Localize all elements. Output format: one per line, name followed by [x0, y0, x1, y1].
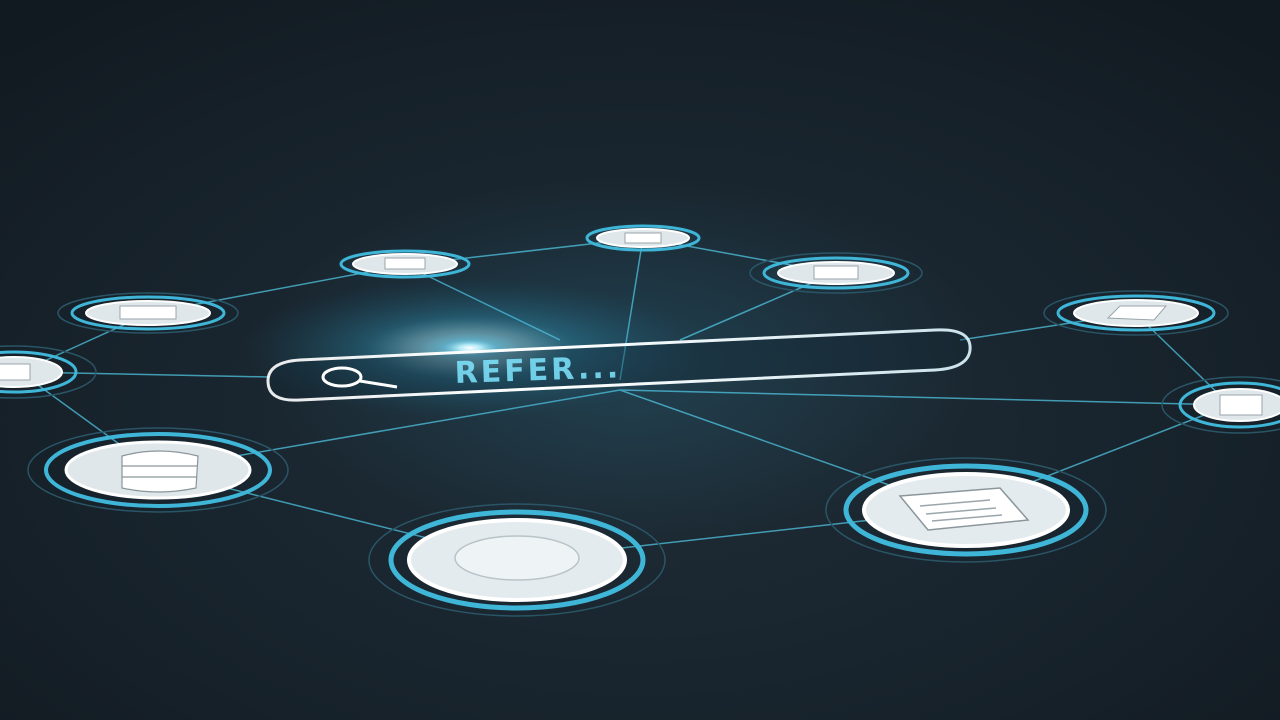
cloud-icon	[454, 535, 580, 581]
node-ring	[0, 350, 78, 394]
node-outer-ring	[825, 457, 1107, 563]
node-outer-ring	[57, 292, 239, 334]
document-node[interactable]	[0, 345, 97, 399]
document-node[interactable]	[825, 457, 1107, 563]
document-icon	[624, 232, 662, 244]
document-icon	[384, 257, 426, 270]
document-node[interactable]	[1043, 290, 1229, 336]
document-node[interactable]	[335, 248, 475, 280]
node-ring	[44, 432, 272, 508]
node-ring	[585, 224, 701, 252]
node-ring	[339, 249, 471, 279]
node-ring	[762, 256, 910, 290]
document-icon	[1106, 305, 1168, 321]
node-outer-ring	[0, 345, 97, 399]
database-icon	[121, 450, 199, 493]
search-bar-outline	[266, 328, 972, 402]
database-node[interactable]	[27, 427, 289, 513]
document-icon	[898, 487, 1030, 531]
node-ring	[70, 295, 226, 331]
document-node[interactable]	[1161, 376, 1280, 434]
node-ring	[1056, 294, 1216, 332]
document-node[interactable]	[57, 292, 239, 334]
search-bar[interactable]: REFER...	[266, 328, 972, 402]
node-outer-ring	[1161, 376, 1280, 434]
node-outer-ring	[368, 503, 666, 617]
light-flare-core	[410, 330, 530, 366]
search-query-text: REFER...	[454, 350, 622, 391]
document-node[interactable]	[749, 252, 923, 294]
search-icon	[321, 366, 398, 389]
document-icon	[813, 265, 859, 280]
cloud-node[interactable]	[368, 503, 666, 617]
connection-line	[619, 389, 1231, 406]
node-outer-ring	[1043, 290, 1229, 336]
node-ring	[1178, 381, 1280, 429]
document-icon	[119, 305, 177, 320]
document-icon	[1219, 394, 1263, 416]
document-node[interactable]	[581, 223, 705, 253]
node-outer-ring	[27, 427, 289, 513]
node-outer-ring	[749, 252, 923, 294]
node-ring	[843, 463, 1089, 557]
document-icon	[0, 363, 31, 381]
node-ring	[388, 509, 646, 611]
